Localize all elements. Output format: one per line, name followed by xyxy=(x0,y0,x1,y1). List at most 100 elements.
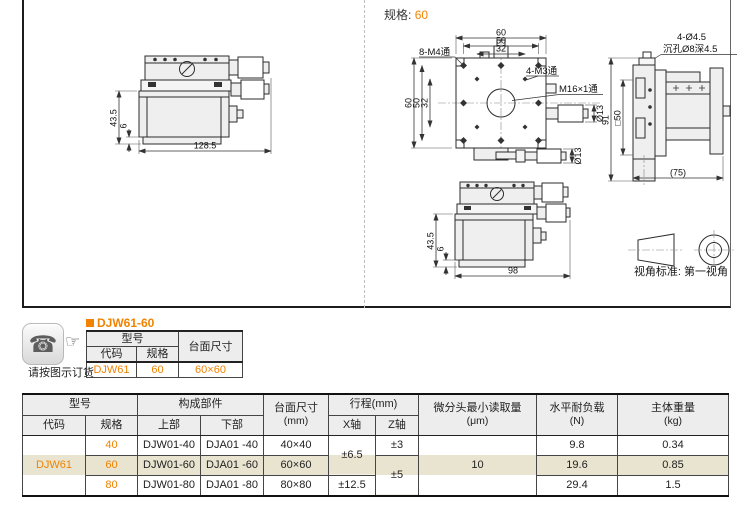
spec-row-40: DJW61 40 DJW01-40 DJA01 -40 40×40 ±6.5 ±… xyxy=(22,434,729,496)
header-model: 型号 xyxy=(22,393,138,416)
dim-91: 91 xyxy=(601,115,611,125)
cell-resolution: 10 xyxy=(418,434,537,496)
dim-43-5: 43.5 xyxy=(109,109,119,127)
dim-left-32: 32 xyxy=(420,98,430,108)
mini-header-surface: 台面尺寸 xyxy=(178,330,243,363)
cell-spec-80: 80 xyxy=(85,474,138,496)
cell-z-40: ±3 xyxy=(375,434,419,456)
mini-header-spec: 规格 xyxy=(136,346,179,363)
dim-top-32: 32 xyxy=(496,44,506,54)
product-heading-text: DJW61-60 xyxy=(97,315,155,330)
cell-lower-80: DJA01 -80 xyxy=(200,474,264,496)
order-note: 请按图示订货 xyxy=(28,367,94,379)
cell-lower-40: DJA01 -40 xyxy=(200,434,264,456)
spec-row-80: 80 DJW01-80 DJA01 -80 80×80 ±12.5 29.4 1… xyxy=(23,474,729,496)
dim-top-60: 60 xyxy=(496,28,506,38)
header-surface-text: 台面尺寸 xyxy=(274,402,318,415)
dim-left-60: 60 xyxy=(404,98,414,108)
phone-icon: ☎ xyxy=(28,330,58,357)
header-resolution-unit: (μm) xyxy=(466,415,489,428)
panel-divider xyxy=(364,0,365,308)
product-block: DJW61-60 型号 台面尺寸 代码 规格 DJW61 60 60×60 xyxy=(86,315,243,378)
projection-caption: 视角标准: 第一视角 xyxy=(633,266,729,278)
dim-43-5-front: 43.5 xyxy=(426,232,436,250)
label-4-d45: 4-Ø4.5 xyxy=(677,32,706,43)
cell-surface-40: 40×40 xyxy=(263,434,329,456)
cell-upper-80: DJW01-80 xyxy=(137,474,201,496)
cell-load-60: 19.6 xyxy=(536,454,618,476)
header-spec: 规格 xyxy=(85,414,138,436)
cell-surface-80: 80×80 xyxy=(263,474,329,496)
spec-row-60: 60 DJW01-60 DJA01 -60 60×60 ±5 19.6 0.85 xyxy=(23,454,729,496)
cell-upper-60: DJW01-60 xyxy=(137,454,201,476)
header-components: 构成部件 xyxy=(137,393,264,416)
mini-value-spec: 60 xyxy=(136,361,179,378)
dim-6-front: 6 xyxy=(436,246,446,251)
header-surface: 台面尺寸 (mm) xyxy=(263,393,329,436)
label-counterbore: 沉孔Ø8深4.5 xyxy=(663,44,717,55)
top-view-body xyxy=(438,38,602,164)
bullet-square-icon xyxy=(86,318,94,327)
dim-sq50: □50 xyxy=(613,110,623,125)
cell-spec-60: 60 xyxy=(85,454,138,476)
right-view-labels: 4-Ø4.5 沉孔Ø8深4.5 xyxy=(648,32,737,63)
cell-x-80: ±12.5 xyxy=(328,474,376,496)
spec-note-value: 60 xyxy=(414,8,429,22)
header-load: 水平耐负载 (N) xyxy=(536,393,618,436)
dim-75: (75) xyxy=(670,168,686,178)
projection-symbol xyxy=(628,230,734,270)
dim-shaft-x: Ø13 xyxy=(595,105,605,122)
side-view-dimensions: 43.5 6 128.5 xyxy=(109,78,272,154)
front-view-body xyxy=(454,181,571,268)
front-view-drawing: 43.5 6 98 xyxy=(426,181,571,279)
side-view-drawing: 43.5 6 128.5 xyxy=(109,55,272,154)
cell-x-40-60: ±6.5 xyxy=(328,434,376,476)
header-load-text: 水平耐负载 xyxy=(549,402,605,415)
right-view-dimensions: 91 □50 (75) xyxy=(601,57,724,182)
cell-code: DJW61 xyxy=(22,434,86,496)
header-load-unit: (N) xyxy=(569,415,585,428)
top-view-drawing: 60 50 32 60 50 32 8-M4通 4-M3通 M16×1通 Ø13… xyxy=(404,28,606,165)
header-weight-unit: (kg) xyxy=(663,415,683,428)
dim-shaft-z: Ø13 xyxy=(573,147,583,164)
mini-header-model: 型号 xyxy=(86,330,179,347)
header-x-axis: X轴 xyxy=(328,414,376,436)
dim-98: 98 xyxy=(508,266,518,276)
header-resolution: 微分头最小读取量 (μm) xyxy=(418,393,537,436)
cell-load-80: 29.4 xyxy=(536,474,618,496)
header-travel: 行程(mm) xyxy=(328,393,419,416)
phone-order-icon: ☎ xyxy=(22,323,64,365)
spec-table-block: 型号 构成部件 台面尺寸 (mm) 行程(mm) 微分头最小读取量 (μm) 水… xyxy=(22,393,729,497)
header-weight: 主体重量 (kg) xyxy=(617,393,729,436)
m4-holes xyxy=(460,62,542,144)
spec-table: 型号 构成部件 台面尺寸 (mm) 行程(mm) 微分头最小读取量 (μm) 水… xyxy=(22,393,729,497)
spec-note-label: 规格: xyxy=(384,8,412,22)
spec-note: 规格: 60 xyxy=(384,6,428,23)
cell-load-40: 9.8 xyxy=(536,434,618,456)
cell-lower-60: DJA01 -60 xyxy=(200,454,264,476)
header-weight-text: 主体重量 xyxy=(651,402,695,415)
header-upper: 上部 xyxy=(137,414,201,436)
dim-6: 6 xyxy=(119,123,129,128)
cell-spec-40: 40 xyxy=(85,434,138,456)
dim-left-50: 50 xyxy=(412,98,422,108)
header-surface-unit: (mm) xyxy=(283,415,309,428)
mini-value-surface: 60×60 xyxy=(178,361,243,378)
front-view-dimensions: 43.5 6 98 xyxy=(426,213,571,279)
label-4-m3: 4-M3通 xyxy=(526,66,558,77)
cell-z-60-80: ±5 xyxy=(375,454,419,496)
cell-weight-40: 0.34 xyxy=(617,434,729,456)
header-lower: 下部 xyxy=(200,414,264,436)
mini-header-code: 代码 xyxy=(86,346,137,363)
header-z-axis: Z轴 xyxy=(375,414,419,436)
header-code: 代码 xyxy=(22,414,86,436)
cell-weight-80: 1.5 xyxy=(617,474,729,496)
side-view-body xyxy=(138,55,270,145)
right-view-drawing: 4-Ø4.5 沉孔Ø8深4.5 91 xyxy=(601,32,737,185)
cell-upper-40: DJW01-40 xyxy=(137,434,201,456)
header-resolution-text: 微分头最小读取量 xyxy=(433,402,522,415)
pointing-hand-icon: ☞ xyxy=(65,332,81,351)
product-table: 型号 台面尺寸 代码 规格 DJW61 60 60×60 xyxy=(86,330,243,378)
right-view-body xyxy=(632,51,731,185)
